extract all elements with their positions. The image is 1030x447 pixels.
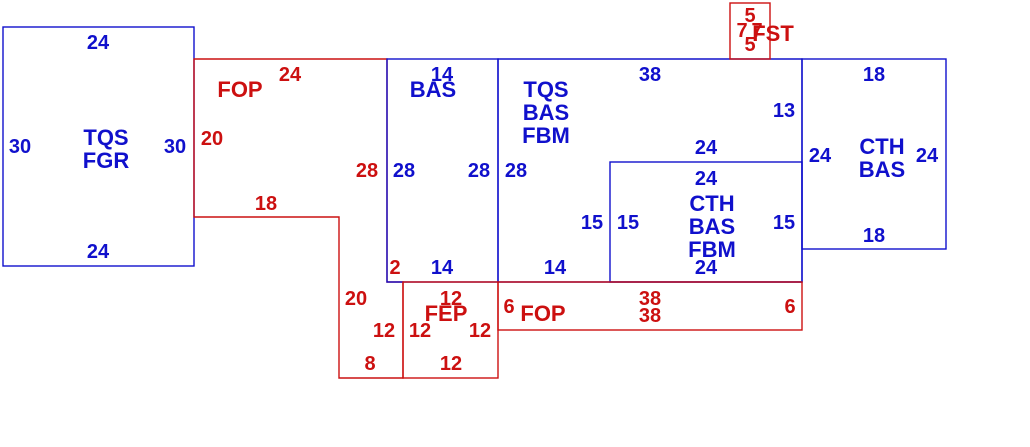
basement-section-dim-bottom: 24 bbox=[695, 257, 718, 279]
main-house-code: FBM bbox=[522, 123, 570, 148]
main-house-code: BAS bbox=[523, 100, 569, 125]
open-porch-left-code: FOP bbox=[217, 77, 262, 102]
stoop-dim-bottom: 5 bbox=[744, 34, 755, 56]
open-porch-left-dim-step: 2 bbox=[389, 257, 400, 279]
right-wing-dim-left: 24 bbox=[809, 145, 832, 167]
right-wing-dim-right: 24 bbox=[916, 145, 939, 167]
basement-section-code: BAS bbox=[689, 214, 735, 239]
open-porch-left-dim-lower-left: 20 bbox=[345, 288, 367, 310]
right-wing-dim-top: 18 bbox=[863, 64, 885, 86]
basement-section-code: CTH bbox=[689, 191, 734, 216]
main-house-dim-inner-top: 24 bbox=[695, 137, 718, 159]
base-center-code: BAS bbox=[410, 77, 456, 102]
open-porch-left-dim-top: 24 bbox=[279, 64, 302, 86]
right-wing-code: BAS bbox=[859, 157, 905, 182]
enclosed-porch-code: FEP bbox=[425, 301, 468, 326]
base-center-dim-right: 28 bbox=[468, 160, 490, 182]
base-center: BAS 14 28 28 14 bbox=[393, 64, 490, 279]
right-wing-dim-bottom: 18 bbox=[863, 225, 885, 247]
main-house-code: TQS bbox=[523, 77, 568, 102]
garage-code: FGR bbox=[83, 148, 130, 173]
main-house-dim-left: 28 bbox=[505, 160, 527, 182]
open-porch-left-dim-left: 20 bbox=[201, 128, 223, 150]
open-porch-bottom-dim-left: 6 bbox=[503, 296, 514, 318]
open-porch-left-dim-bottom: 18 bbox=[255, 193, 277, 215]
open-porch-left-dim-lower-right: 12 bbox=[373, 320, 395, 342]
garage-dim-bottom: 24 bbox=[87, 241, 110, 263]
open-porch-bottom-dim-bottom: 38 bbox=[639, 305, 661, 327]
open-porch-bottom-dim-right: 6 bbox=[784, 296, 795, 318]
basement-section-code: FBM bbox=[688, 237, 736, 262]
right-wing-outline bbox=[801, 58, 947, 250]
main-house-dim-top: 38 bbox=[639, 64, 661, 86]
open-porch-bottom: FOP 6 38 38 6 bbox=[503, 288, 795, 327]
enclosed-porch-dim-top: 12 bbox=[440, 288, 462, 310]
base-center-dim-left: 28 bbox=[393, 160, 415, 182]
open-porch-left-dim-right: 28 bbox=[356, 160, 378, 182]
right-wing-code: CTH bbox=[859, 134, 904, 159]
garage: TQS FGR 24 30 30 24 bbox=[9, 32, 186, 263]
open-porch-bottom-code: FOP bbox=[520, 301, 565, 326]
main-house-dim-bottom: 14 bbox=[544, 257, 567, 279]
stoop-dim-left: 7 bbox=[736, 20, 747, 42]
main-house-dim-right: 13 bbox=[773, 100, 795, 122]
garage-dim-left: 30 bbox=[9, 136, 31, 158]
basement-section-dim-right: 15 bbox=[773, 212, 795, 234]
base-center-dim-bottom: 14 bbox=[431, 257, 454, 279]
garage-dim-right: 30 bbox=[164, 136, 186, 158]
enclosed-porch: FEP 12 12 12 12 bbox=[409, 288, 491, 375]
open-porch-left-outline bbox=[193, 58, 404, 379]
open-porch-left: FOP 24 20 28 18 2 20 12 8 bbox=[201, 64, 401, 375]
garage-dim-top: 24 bbox=[87, 32, 110, 54]
stoop-dim-right: 7 bbox=[751, 20, 762, 42]
basement-section-dim-left: 15 bbox=[617, 212, 639, 234]
stoop-code: FST bbox=[752, 21, 794, 46]
base-center-dim-top: 14 bbox=[431, 64, 454, 86]
open-porch-left-dim-lower-bottom: 8 bbox=[364, 353, 375, 375]
basement-section-dim-top: 24 bbox=[695, 168, 718, 190]
main-house: TQS BAS FBM 38 13 28 24 15 14 bbox=[505, 64, 795, 279]
main-house-dim-inner-left: 15 bbox=[581, 212, 603, 234]
open-porch-bottom-outline bbox=[497, 281, 803, 331]
right-wing: CTH BAS 18 24 24 18 bbox=[809, 64, 939, 247]
stoop-dim-top: 5 bbox=[744, 5, 755, 27]
basement-section: CTH BAS FBM 24 15 15 24 bbox=[617, 168, 795, 279]
enclosed-porch-dim-bottom: 12 bbox=[440, 353, 462, 375]
open-porch-bottom-dim-top: 38 bbox=[639, 288, 661, 310]
stoop: FST 5 7 7 5 bbox=[736, 5, 794, 56]
enclosed-porch-dim-left: 12 bbox=[409, 320, 431, 342]
garage-code: TQS bbox=[83, 125, 128, 150]
stoop-outline bbox=[729, 2, 771, 60]
enclosed-porch-dim-right: 12 bbox=[469, 320, 491, 342]
